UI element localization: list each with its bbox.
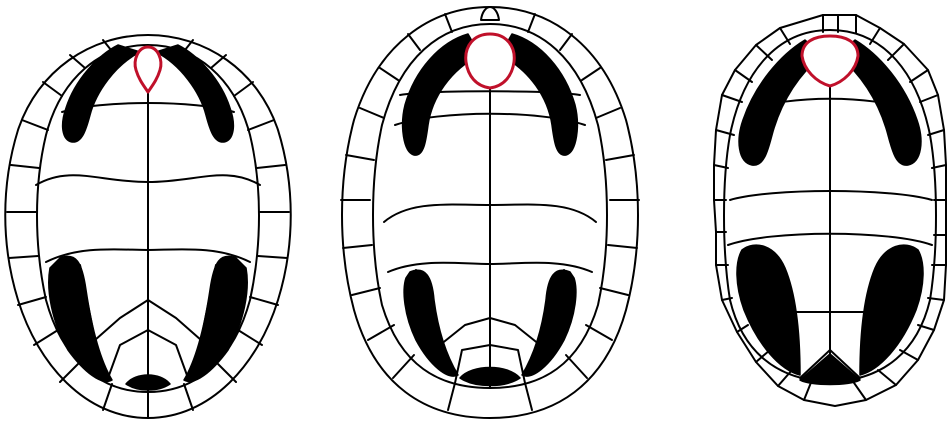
shell-middle — [341, 7, 639, 418]
shell-left — [5, 35, 291, 418]
shell-middle-highlight — [466, 34, 515, 88]
shell-right — [714, 15, 946, 406]
